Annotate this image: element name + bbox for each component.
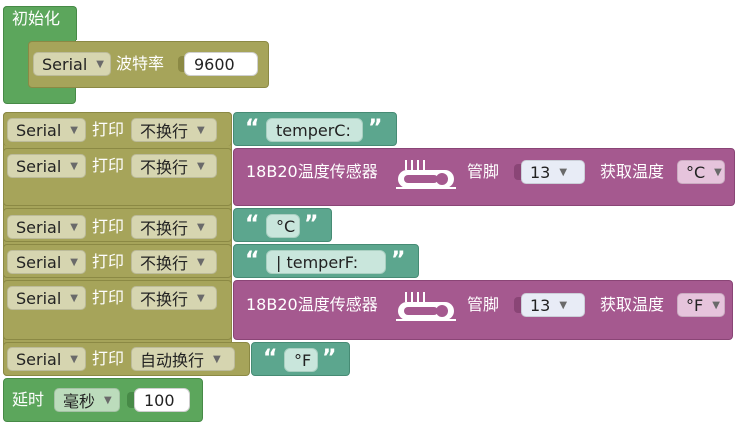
- pin-label: 管脚: [467, 162, 500, 181]
- text-value[interactable]: | temperF:: [266, 250, 386, 274]
- input-notch: [178, 56, 186, 72]
- dropdown-arrow-icon: ▼: [559, 299, 568, 311]
- baud-rate-input[interactable]: 9600: [184, 52, 258, 76]
- print-label: 打印: [92, 288, 125, 307]
- open-quote-icon: “: [245, 212, 260, 237]
- newline-mode-dropdown[interactable]: 不换行▼: [131, 215, 217, 239]
- setup-title: 初始化: [12, 9, 61, 28]
- dropdown-arrow-icon: ▼: [96, 58, 104, 70]
- dropdown-arrow-icon: ▼: [197, 124, 205, 136]
- serial-port-dropdown[interactable]: Serial▼: [7, 250, 86, 274]
- newline-mode-dropdown[interactable]: 不换行▼: [131, 154, 217, 178]
- dropdown-arrow-icon: ▼: [559, 166, 568, 178]
- serial-port-dropdown[interactable]: Serial▼: [7, 347, 86, 371]
- dropdown-arrow-icon: ▼: [197, 256, 205, 268]
- dropdown-arrow-icon: ▼: [213, 353, 221, 365]
- dropdown-arrow-icon: ▼: [70, 124, 78, 136]
- serial-port-dropdown[interactable]: Serial▼: [33, 52, 111, 76]
- print-label: 打印: [92, 156, 125, 175]
- dropdown-arrow-icon: ▼: [197, 221, 205, 233]
- input-notch: [514, 297, 522, 313]
- newline-mode-dropdown[interactable]: 不换行▼: [131, 118, 217, 142]
- close-quote-icon: ”: [391, 248, 406, 273]
- newline-mode-dropdown[interactable]: 不换行▼: [131, 250, 217, 274]
- delay-value-input[interactable]: 100: [134, 388, 190, 412]
- dropdown-arrow-icon: ▼: [70, 221, 78, 233]
- dropdown-arrow-icon: ▼: [70, 160, 78, 172]
- pin-dropdown[interactable]: 13▼: [521, 160, 585, 184]
- input-notch: [514, 164, 522, 180]
- close-quote-icon: ”: [304, 212, 319, 237]
- dropdown-arrow-icon: ▼: [104, 394, 112, 406]
- thermometer-icon: [394, 288, 458, 328]
- dropdown-arrow-icon: ▼: [70, 256, 78, 268]
- serial-port-dropdown[interactable]: Serial▼: [7, 118, 86, 142]
- text-value[interactable]: temperC:: [266, 118, 363, 142]
- serial-port-dropdown[interactable]: Serial▼: [7, 286, 86, 310]
- delay-unit-dropdown[interactable]: 毫秒▼: [54, 388, 120, 412]
- input-notch: [127, 392, 135, 408]
- dropdown-arrow-icon: ▼: [70, 292, 78, 304]
- dropdown-arrow-icon: ▼: [714, 166, 722, 178]
- newline-mode-dropdown[interactable]: 自动换行▼: [131, 347, 235, 371]
- open-quote-icon: “: [245, 116, 260, 141]
- serial-port-dropdown[interactable]: Serial▼: [7, 215, 86, 239]
- close-quote-icon: ”: [368, 116, 383, 141]
- open-quote-icon: “: [245, 248, 260, 273]
- text-value[interactable]: °C: [266, 214, 300, 238]
- open-quote-icon: “: [263, 346, 278, 371]
- serial-port-dropdown[interactable]: Serial▼: [7, 154, 86, 178]
- print-label: 打印: [92, 120, 125, 139]
- dropdown-arrow-icon: ▼: [712, 299, 720, 311]
- dropdown-arrow-icon: ▼: [197, 292, 205, 304]
- dropdown-arrow-icon: ▼: [197, 160, 205, 172]
- get-temperature-label: 获取温度: [600, 295, 665, 314]
- temperature-unit-dropdown[interactable]: °C▼: [677, 160, 725, 184]
- temperature-sensor-block[interactable]: [233, 280, 733, 340]
- print-label: 打印: [92, 349, 125, 368]
- get-temperature-label: 获取温度: [600, 162, 665, 181]
- sensor-name: 18B20温度传感器: [246, 295, 378, 314]
- pin-dropdown[interactable]: 13▼: [521, 293, 585, 317]
- newline-mode-dropdown[interactable]: 不换行▼: [131, 286, 217, 310]
- temperature-unit-dropdown[interactable]: °F▼: [677, 293, 725, 317]
- baud-rate-label: 波特率: [116, 54, 165, 73]
- sensor-name: 18B20温度传感器: [246, 162, 378, 181]
- print-label: 打印: [92, 217, 125, 236]
- dropdown-arrow-icon: ▼: [70, 353, 78, 365]
- pin-label: 管脚: [467, 295, 500, 314]
- temperature-sensor-block[interactable]: [233, 148, 735, 206]
- close-quote-icon: ”: [322, 346, 337, 371]
- print-label: 打印: [92, 252, 125, 271]
- setup-block-header: [3, 6, 77, 40]
- text-value[interactable]: °F: [284, 348, 318, 372]
- delay-label: 延时: [12, 390, 45, 409]
- thermometer-icon: [394, 156, 458, 196]
